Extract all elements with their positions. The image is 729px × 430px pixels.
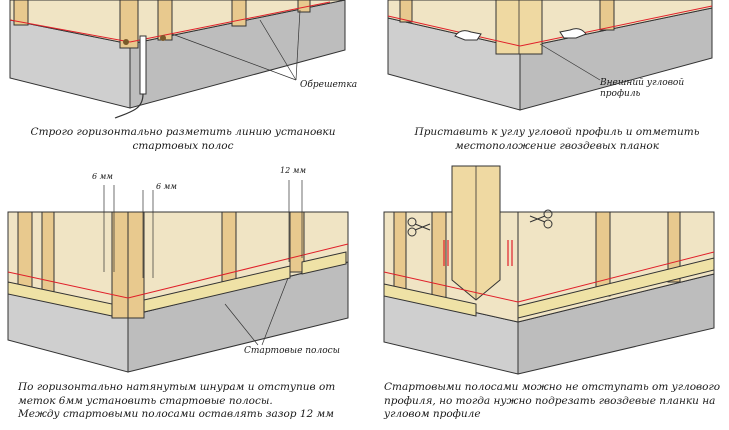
caption-step4: Стартовыми полосами можно не отступать о… bbox=[384, 381, 726, 422]
dim-label-6mm-b: 6 мм bbox=[156, 182, 177, 191]
caption-line: Строго горизонтально разметить линию уст… bbox=[30, 126, 336, 138]
batten bbox=[393, 211, 407, 295]
leader-line bbox=[171, 33, 297, 81]
nail-mark bbox=[123, 39, 129, 45]
batten bbox=[599, 0, 615, 31]
hand-icon bbox=[559, 28, 587, 39]
batten bbox=[119, 0, 139, 49]
guideline bbox=[387, 15, 521, 47]
starter-strip bbox=[7, 281, 113, 317]
leader-line bbox=[261, 277, 289, 346]
batten bbox=[41, 211, 55, 297]
nail-mark bbox=[160, 35, 166, 41]
caption-line: меток 6мм установить стартовые полосы. bbox=[18, 394, 273, 407]
scissors-icon bbox=[407, 217, 431, 237]
scissors-icon bbox=[529, 209, 553, 229]
starter-strip bbox=[383, 283, 477, 317]
caption-line: профиля, но тогда нужно подрезать гвозде… bbox=[384, 394, 716, 407]
caption-step1: Строго горизонтально разметить линию уст… bbox=[18, 126, 348, 153]
batten bbox=[595, 211, 611, 297]
cut-mark bbox=[507, 240, 513, 266]
caption-step3: По горизонтально натянутым шнурам и отст… bbox=[18, 381, 363, 422]
caption-line: Приставить к углу угловой профиль и отме… bbox=[414, 126, 700, 138]
caption-line: местоположение гвоздевых планок bbox=[454, 139, 660, 152]
leader-line bbox=[259, 19, 297, 81]
guideline bbox=[519, 5, 713, 47]
caption-line: Стартовыми полосами можно не отступать о… bbox=[384, 381, 721, 393]
label-corner-line: профиль bbox=[600, 89, 641, 99]
panel-step3-drawing bbox=[7, 180, 349, 373]
water-level-tube bbox=[139, 35, 147, 95]
starter-strip bbox=[143, 265, 291, 313]
guideline bbox=[383, 271, 519, 303]
caption-line: По горизонтально натянутым шнурам и отст… bbox=[18, 381, 336, 393]
label-starter-strips: Стартовые полосы bbox=[244, 346, 340, 356]
leader-line bbox=[295, 9, 301, 81]
guideline bbox=[9, 19, 131, 43]
caption-line: Между стартовыми полосами оставлять зазо… bbox=[18, 408, 334, 420]
leader-line bbox=[539, 43, 601, 81]
starter-strip bbox=[517, 257, 715, 319]
batten bbox=[13, 0, 29, 26]
batten bbox=[231, 0, 247, 27]
guideline bbox=[127, 243, 349, 299]
water-level-hose bbox=[114, 93, 144, 119]
caption-line: стартовых полос bbox=[132, 139, 234, 152]
batten bbox=[667, 211, 681, 283]
batten bbox=[17, 211, 33, 293]
cut-mark bbox=[443, 240, 449, 266]
dim-label-6mm-a: 6 мм bbox=[92, 172, 113, 181]
guideline bbox=[517, 251, 715, 303]
dim-label-12mm: 12 мм bbox=[280, 166, 306, 175]
label-corner-line: Внешний угловой bbox=[600, 78, 685, 88]
hand-icon bbox=[454, 30, 482, 41]
panel-step1-drawing bbox=[9, 0, 346, 119]
panel-step2-drawing bbox=[387, 0, 713, 111]
guideline bbox=[7, 271, 129, 299]
caption-line: угловом профиле bbox=[384, 408, 481, 420]
label-battens: Обрешетка bbox=[300, 80, 358, 90]
starter-strip bbox=[301, 251, 347, 275]
label-corner-profile: Внешний угловой профиль bbox=[600, 78, 684, 100]
batten bbox=[399, 0, 413, 23]
panel-step4-drawing bbox=[383, 165, 715, 375]
leader-line bbox=[224, 303, 259, 346]
caption-step2: Приставить к углу угловой профиль и отме… bbox=[392, 126, 722, 153]
